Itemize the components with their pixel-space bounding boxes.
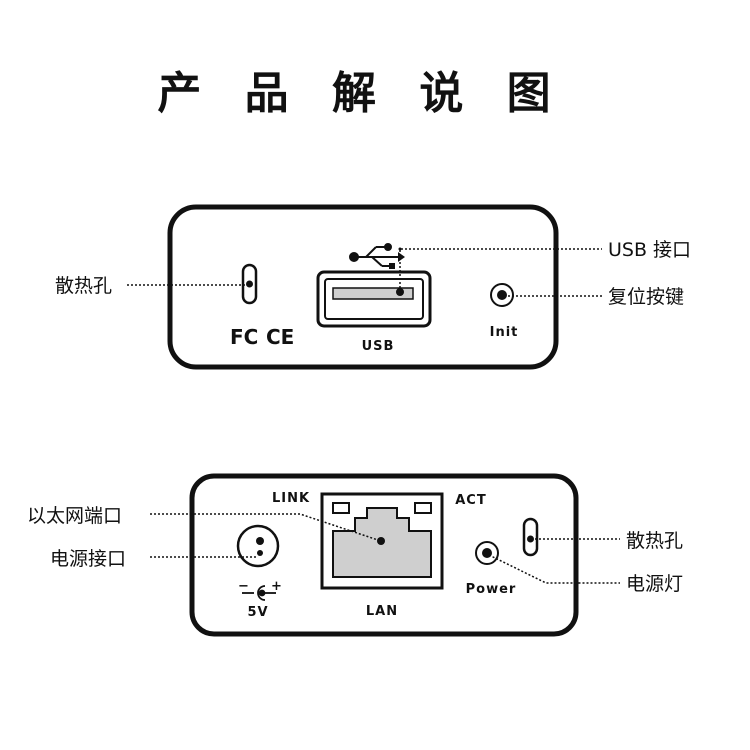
- power-led: [475, 541, 499, 565]
- page-title: 产 品 解 说 图: [157, 68, 564, 119]
- ce-mark: CE: [266, 325, 294, 349]
- link-label: LINK: [272, 491, 310, 506]
- polarity-icon: [242, 585, 276, 601]
- usb-port: [316, 270, 432, 328]
- leader-power-led: [488, 554, 620, 584]
- bottom-panel: − + 5V LINK ACT LAN Power: [27, 473, 683, 637]
- top-vent-slot: [241, 263, 258, 305]
- act-label: ACT: [455, 493, 486, 508]
- lan-label: LAN: [366, 604, 398, 619]
- rj45-port: [320, 492, 444, 590]
- leader-ethernet-port: [150, 513, 382, 542]
- leader-usb-port: [399, 248, 602, 292]
- usb-icon: [349, 243, 405, 269]
- callout-vent-top: 散热孔: [55, 275, 112, 297]
- bottom-vent-slot: [522, 517, 539, 557]
- init-label: Init: [490, 325, 519, 340]
- top-leader-lines: [127, 248, 602, 297]
- top-panel: FC CE USB Init: [55, 204, 691, 370]
- usb-label: USB: [362, 339, 395, 354]
- callout-usb-port: USB 接口: [608, 239, 691, 261]
- bottom-leader-lines: [150, 513, 620, 584]
- polarity-plus: +: [271, 579, 283, 594]
- callout-reset-button: 复位按键: [608, 286, 684, 308]
- polarity-minus: −: [238, 579, 250, 594]
- voltage-label: 5V: [247, 605, 268, 620]
- dc-power-jack: [236, 524, 280, 568]
- callout-power-led: 电源灯: [626, 573, 683, 595]
- power-label: Power: [466, 582, 517, 597]
- callout-vent-bottom: 散热孔: [626, 530, 683, 552]
- callout-power-jack: 电源接口: [50, 548, 126, 570]
- callout-ethernet-port: 以太网端口: [27, 505, 122, 527]
- init-button: [490, 283, 514, 307]
- fc-mark: FC: [230, 325, 258, 349]
